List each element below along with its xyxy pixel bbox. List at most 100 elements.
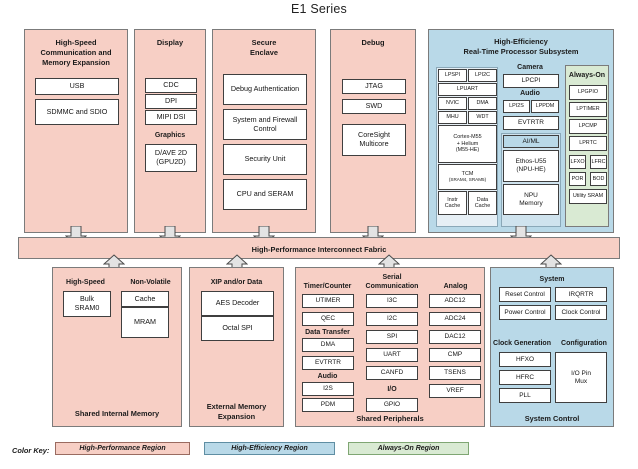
cell-security-unit[interactable]: Security Unit bbox=[223, 144, 307, 175]
block-external-memory-expansion[interactable]: XIP and/or Data AES Decoder Octal SPI Ex… bbox=[189, 267, 284, 427]
block-high-speed-communication[interactable]: High-Speed Communication and Memory Expa… bbox=[24, 29, 128, 233]
cell-coresight-multicore[interactable]: CoreSight Multicore bbox=[342, 124, 406, 156]
cell-dma[interactable]: DMA bbox=[468, 97, 497, 110]
cell-cortex-m55-helium[interactable]: Cortex-M55 + Helium (M55-HE) bbox=[438, 125, 497, 163]
cortex-line3: (M55-HE) bbox=[455, 147, 480, 154]
cell-lfxo[interactable]: LFXO bbox=[569, 155, 586, 169]
cell-bulk-sram0[interactable]: Bulk SRAM0 bbox=[63, 291, 111, 317]
cell-lpuart[interactable]: LPUART bbox=[438, 83, 497, 96]
camera-title: Camera bbox=[517, 64, 543, 71]
io-pin-mux-line2: Mux bbox=[574, 377, 588, 385]
cell-lpi2s[interactable]: LPI2S bbox=[503, 100, 530, 113]
cell-cdc[interactable]: CDC bbox=[145, 78, 197, 93]
cell-lpgpio[interactable]: LPGPIO bbox=[569, 85, 607, 100]
cell-system-firewall-control[interactable]: System and Firewall Control bbox=[223, 109, 307, 140]
rtss-title-line1: High-Efficiency bbox=[494, 37, 548, 46]
cell-lppdm[interactable]: LPPDM bbox=[531, 100, 559, 113]
block-debug[interactable]: Debug JTAG SWD CoreSight Multicore bbox=[330, 29, 416, 233]
cell-qec[interactable]: QEC bbox=[302, 312, 354, 326]
cell-dave-2d[interactable]: D/AVE 2D (GPU2D) bbox=[145, 144, 197, 172]
cell-data-cache[interactable]: Data Cache bbox=[468, 191, 497, 215]
cell-gpio[interactable]: GPIO bbox=[366, 398, 418, 412]
shared-internal-memory-footer: Shared Internal Memory bbox=[74, 409, 160, 418]
cell-clock-control[interactable]: Clock Control bbox=[555, 305, 607, 320]
block-system-control[interactable]: System Reset Control IRQRTR Power Contro… bbox=[490, 267, 614, 427]
cell-wdt[interactable]: WDT bbox=[468, 111, 497, 124]
cell-mipi-dsi[interactable]: MIPI DSI bbox=[145, 110, 197, 125]
color-key-high-performance: High-Performance Region bbox=[55, 442, 190, 455]
cell-mram[interactable]: MRAM bbox=[121, 307, 169, 338]
cell-aes-decoder[interactable]: AES Decoder bbox=[201, 291, 274, 316]
cell-lptimer[interactable]: LPTIMER bbox=[569, 102, 607, 117]
cell-debug-authentication[interactable]: Debug Authentication bbox=[223, 74, 307, 105]
cell-dac12[interactable]: DAC12 bbox=[429, 330, 481, 344]
cell-hfxo[interactable]: HFXO bbox=[499, 352, 551, 367]
cell-bod[interactable]: BOD bbox=[590, 172, 607, 186]
ethos-line1: Ethos-U55 bbox=[515, 158, 547, 166]
cell-ethos-u55[interactable]: Ethos-U55 (NPU-HE) bbox=[503, 150, 559, 182]
cell-instr-cache[interactable]: Instr Cache bbox=[438, 191, 467, 215]
cell-lpcpi[interactable]: LPCPI bbox=[503, 74, 559, 88]
cell-jtag[interactable]: JTAG bbox=[342, 79, 406, 94]
cell-canfd[interactable]: CANFD bbox=[366, 366, 418, 380]
cell-octal-spi[interactable]: Octal SPI bbox=[201, 316, 274, 341]
cell-irqrtr[interactable]: IRQRTR bbox=[555, 287, 607, 302]
cell-lfrc[interactable]: LFRC bbox=[590, 155, 607, 169]
cell-lpcmp[interactable]: LPCMP bbox=[569, 119, 607, 134]
always-on-panel[interactable]: Always-On LPGPIO LPTIMER LPCMP LPRTC LFX… bbox=[565, 65, 609, 227]
graphics-title: Graphics bbox=[154, 132, 186, 139]
cell-io-pin-mux[interactable]: I/O Pin Mux bbox=[555, 352, 607, 403]
cell-evtrtr-peripheral[interactable]: EVTRTR bbox=[302, 356, 354, 370]
cell-reset-control[interactable]: Reset Control bbox=[499, 287, 551, 302]
cell-dma-peripheral[interactable]: DMA bbox=[302, 338, 354, 352]
cell-utimer[interactable]: UTIMER bbox=[302, 294, 354, 308]
cell-mhu[interactable]: MHU bbox=[438, 111, 467, 124]
cell-pdm[interactable]: PDM bbox=[302, 398, 354, 412]
always-on-title: Always-On bbox=[568, 72, 606, 79]
cell-lprtc[interactable]: LPRTC bbox=[569, 136, 607, 151]
cell-lpspi[interactable]: LPSPI bbox=[438, 69, 467, 82]
high-performance-interconnect-fabric[interactable]: High-Performance Interconnect Fabric bbox=[18, 237, 620, 259]
cell-tsens[interactable]: TSENS bbox=[429, 366, 481, 380]
shared-peripherals-footer: Shared Peripherals bbox=[356, 414, 424, 423]
cell-evtrtr-rtss[interactable]: EVTRTR bbox=[503, 116, 559, 130]
cell-nvic[interactable]: NVIC bbox=[438, 97, 467, 110]
cell-usb[interactable]: USB bbox=[35, 78, 119, 95]
serial-communication-title-line2: Communication bbox=[365, 283, 419, 290]
cell-cache[interactable]: Cache bbox=[121, 291, 169, 307]
block-realtime-processor-subsystem[interactable]: High-Efficiency Real-Time Processor Subs… bbox=[428, 29, 614, 233]
cell-lpi2c[interactable]: LPI2C bbox=[468, 69, 497, 82]
cell-i3c[interactable]: I3C bbox=[366, 294, 418, 308]
cell-por[interactable]: POR bbox=[569, 172, 586, 186]
cell-spi[interactable]: SPI bbox=[366, 330, 418, 344]
secure-enclave-title-line2: Enclave bbox=[250, 48, 278, 57]
npu-line1: NPU bbox=[524, 191, 538, 199]
io-title: I/O bbox=[387, 386, 397, 393]
cell-sdmmc-sdio[interactable]: SDMMC and SDIO bbox=[35, 99, 119, 125]
cell-cmp[interactable]: CMP bbox=[429, 348, 481, 362]
cell-adc12[interactable]: ADC12 bbox=[429, 294, 481, 308]
cell-hfrc[interactable]: HFRC bbox=[499, 370, 551, 385]
cell-tcm[interactable]: TCM (SRAM4, SRAM5) bbox=[438, 164, 497, 190]
cortex-line1: Cortex-M55 bbox=[453, 134, 482, 141]
block-secure-enclave[interactable]: Secure Enclave Debug Authentication Syst… bbox=[212, 29, 316, 233]
cell-dpi[interactable]: DPI bbox=[145, 94, 197, 109]
block-shared-internal-memory[interactable]: High-Speed Non-Volatile Bulk SRAM0 Cache… bbox=[52, 267, 182, 427]
cell-utility-sram[interactable]: Utility SRAM bbox=[569, 189, 607, 204]
cell-adc24[interactable]: ADC24 bbox=[429, 312, 481, 326]
cell-i2c[interactable]: I2C bbox=[366, 312, 418, 326]
high-speed-memory-title: High-Speed bbox=[66, 279, 105, 286]
clock-generation-title: Clock Generation bbox=[493, 340, 551, 347]
cell-swd[interactable]: SWD bbox=[342, 99, 406, 114]
cell-i2s[interactable]: I2S bbox=[302, 382, 354, 396]
cell-power-control[interactable]: Power Control bbox=[499, 305, 551, 320]
system-title: System bbox=[539, 276, 565, 283]
io-pin-mux-line1: I/O Pin bbox=[571, 369, 591, 377]
cell-npu-memory[interactable]: NPU Memory bbox=[503, 184, 559, 215]
block-shared-peripherals[interactable]: Timer/Counter Serial Communication Analo… bbox=[295, 267, 485, 427]
cell-vref[interactable]: VREF bbox=[429, 384, 481, 398]
cell-pll[interactable]: PLL bbox=[499, 388, 551, 403]
cell-cpu-seram[interactable]: CPU and SERAM bbox=[223, 179, 307, 210]
block-display[interactable]: Display CDC DPI MIPI DSI Graphics D/AVE … bbox=[134, 29, 206, 233]
cell-uart[interactable]: UART bbox=[366, 348, 418, 362]
